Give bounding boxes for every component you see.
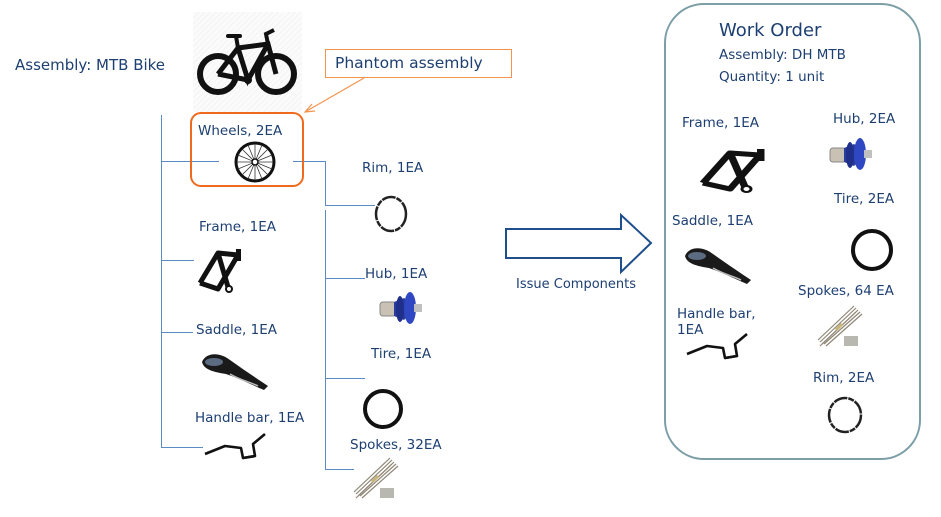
wheels-label: Wheels, 2EA <box>198 123 283 139</box>
rim-label: Rim, 1EA <box>362 160 424 176</box>
tree-trunk-level1 <box>161 115 162 448</box>
wo-saddle-label: Saddle, 1EA <box>672 213 753 229</box>
mtb-bike-icon <box>197 28 297 95</box>
wo-tire-icon <box>851 229 893 271</box>
wo-tire-label: Tire, 2EA <box>834 191 895 207</box>
work-order-title: Work Order <box>719 20 822 41</box>
wo-frame-label: Frame, 1EA <box>682 115 759 131</box>
saddle-label: Saddle, 1EA <box>196 322 277 338</box>
wo-hub-label: Hub, 2EA <box>833 111 896 127</box>
hub-icon <box>379 291 423 325</box>
wo-rim-icon <box>827 396 863 434</box>
issue-components-label: Issue Components <box>516 277 636 292</box>
rim-icon <box>374 195 408 233</box>
tree-branch-hub <box>325 278 365 279</box>
tree-trunk-wheels <box>325 210 326 469</box>
frame-icon <box>196 245 246 295</box>
wo-hub-icon <box>829 137 873 171</box>
work-order-assembly: Assembly: DH MTB <box>719 47 846 63</box>
spokes-icon <box>352 456 400 500</box>
handlebar-label: Handle bar, 1EA <box>195 410 305 426</box>
tire-icon <box>363 389 403 429</box>
assembly-label: Assembly: MTB Bike <box>15 56 166 74</box>
issue-components-arrow <box>505 212 653 275</box>
wheels-phantom-node <box>190 112 304 187</box>
work-order-panel <box>664 3 921 460</box>
wo-saddle-icon <box>684 247 752 285</box>
tree-trunk-wheels-top <box>325 161 326 205</box>
work-order-quantity: Quantity: 1 unit <box>719 69 825 85</box>
wo-handlebar-label: Handle bar, <box>677 306 756 322</box>
bike-image-background <box>193 12 302 112</box>
tree-branch-spokes <box>325 469 354 470</box>
tree-branch-saddle <box>161 332 193 333</box>
tree-branch-tire <box>325 378 365 379</box>
tree-branch-frame <box>161 260 194 261</box>
wo-rim-label: Rim, 2EA <box>813 370 875 386</box>
hub-label: Hub, 1EA <box>365 266 428 282</box>
saddle-icon <box>201 353 269 391</box>
wheel-icon <box>234 141 276 183</box>
wo-spokes-icon <box>816 304 864 348</box>
tree-branch-wheels-out <box>293 161 326 162</box>
wo-spokes-label: Spokes, 64 EA <box>798 283 894 299</box>
phantom-assembly-label: Phantom assembly <box>335 54 483 72</box>
tree-branch-rim <box>325 205 375 206</box>
frame-label: Frame, 1EA <box>199 219 276 235</box>
handlebar-icon <box>203 432 267 460</box>
wo-frame-icon <box>697 145 777 195</box>
wo-handlebar-qty: 1EA <box>677 322 704 338</box>
tire-label: Tire, 1EA <box>371 346 432 362</box>
wo-handlebar-icon <box>685 332 749 360</box>
tree-branch-handlebar <box>161 447 203 448</box>
phantom-assembly-callout: Phantom assembly <box>325 49 512 78</box>
spokes-label: Spokes, 32EA <box>350 437 442 453</box>
